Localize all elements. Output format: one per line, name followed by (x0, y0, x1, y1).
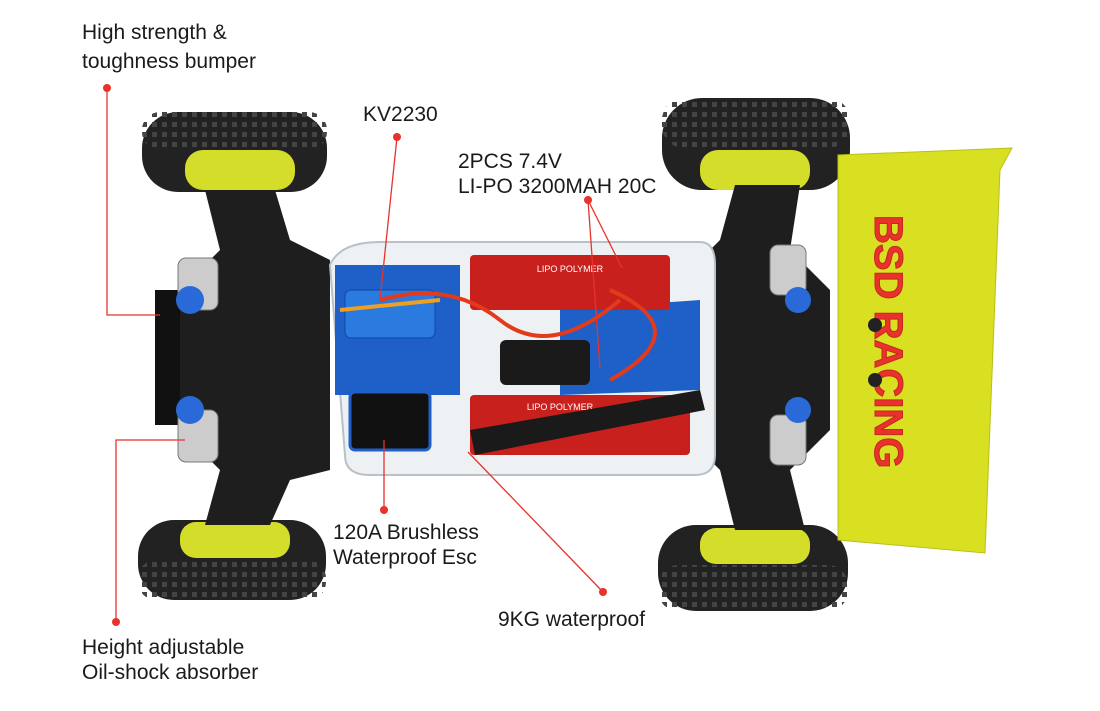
callout-esc: 120A Brushless Waterproof Esc (333, 520, 479, 570)
wing-logo: BSD RACING (866, 215, 910, 468)
callout-bumper-line2: toughness bumper (82, 50, 256, 73)
battery-label: LIPO POLYMER (537, 264, 604, 274)
callout-lines (106, 88, 623, 622)
callout-shock: Height adjustable Oil-shock absorber (82, 635, 258, 685)
callout-esc-line1: 120A Brushless (333, 521, 479, 544)
callout-battery-line1: 2PCS 7.4V (458, 150, 562, 173)
callout-dots (103, 84, 607, 626)
callout-shock-line1: Height adjustable (82, 636, 245, 659)
rear-wing: BSD RACING (837, 147, 1013, 554)
callout-battery: 2PCS 7.4V LI-PO 3200MAH 20C (458, 149, 656, 199)
callout-motor-line1: KV2230 (363, 103, 438, 126)
callout-battery-line2: LI-PO 3200MAH 20C (458, 175, 657, 198)
callout-bumper: High strength & toughness bumper (82, 20, 256, 74)
battery-label-2: LIPO POLYMER (527, 402, 594, 412)
callout-bumper-line1: High strength & (82, 21, 227, 44)
callout-servo-line1: 9KG waterproof (498, 608, 646, 631)
shock-absorbers (176, 244, 811, 466)
callout-shock-line2: Oil-shock absorber (82, 661, 259, 684)
callout-esc-line2: Waterproof Esc (333, 546, 477, 569)
callout-motor: KV2230 (363, 102, 438, 127)
callout-servo: 9KG waterproof (498, 607, 645, 632)
